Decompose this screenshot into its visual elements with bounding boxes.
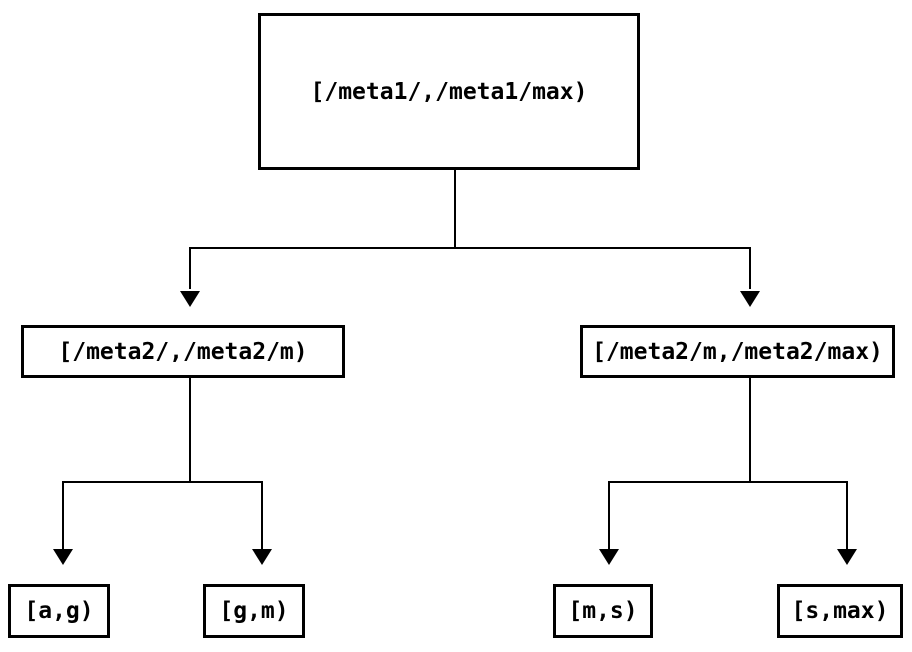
node-leaf-1: [a,g) xyxy=(8,584,110,638)
node-leaf-3: [m,s) xyxy=(553,584,653,638)
arrowhead-down-icon xyxy=(599,549,619,565)
connector-root-drop-left xyxy=(189,247,191,289)
node-leaf-2-label: [g,m) xyxy=(219,598,289,624)
arrowhead-down-icon xyxy=(180,291,200,307)
node-leaf-3-label: [m,s) xyxy=(568,598,638,624)
node-leaf-1-label: [a,g) xyxy=(24,598,94,624)
connector-left-drop-right xyxy=(261,481,263,549)
connector-right-bar xyxy=(608,481,848,483)
connector-left-drop-left xyxy=(62,481,64,549)
connector-root-bar xyxy=(189,247,751,249)
node-leaf-2: [g,m) xyxy=(203,584,305,638)
node-right-child-label: [/meta2/m,/meta2/max) xyxy=(592,338,883,365)
node-right-child: [/meta2/m,/meta2/max) xyxy=(580,325,895,378)
connector-right-stem xyxy=(749,378,751,481)
node-left-child: [/meta2/,/meta2/m) xyxy=(21,325,345,378)
connector-left-bar xyxy=(62,481,263,483)
node-leaf-4: [s,max) xyxy=(777,584,903,638)
arrowhead-down-icon xyxy=(252,549,272,565)
connector-right-drop-right xyxy=(846,481,848,549)
arrowhead-down-icon xyxy=(53,549,73,565)
connector-right-drop-left xyxy=(608,481,610,549)
node-root-label: [/meta1/,/meta1/max) xyxy=(310,78,588,105)
node-leaf-4-label: [s,max) xyxy=(791,598,889,624)
arrowhead-down-icon xyxy=(740,291,760,307)
connector-root-stem xyxy=(454,170,456,247)
connector-root-drop-right xyxy=(749,247,751,289)
connector-left-stem xyxy=(189,378,191,481)
node-left-child-label: [/meta2/,/meta2/m) xyxy=(58,338,308,365)
node-root: [/meta1/,/meta1/max) xyxy=(258,13,640,170)
arrowhead-down-icon xyxy=(837,549,857,565)
